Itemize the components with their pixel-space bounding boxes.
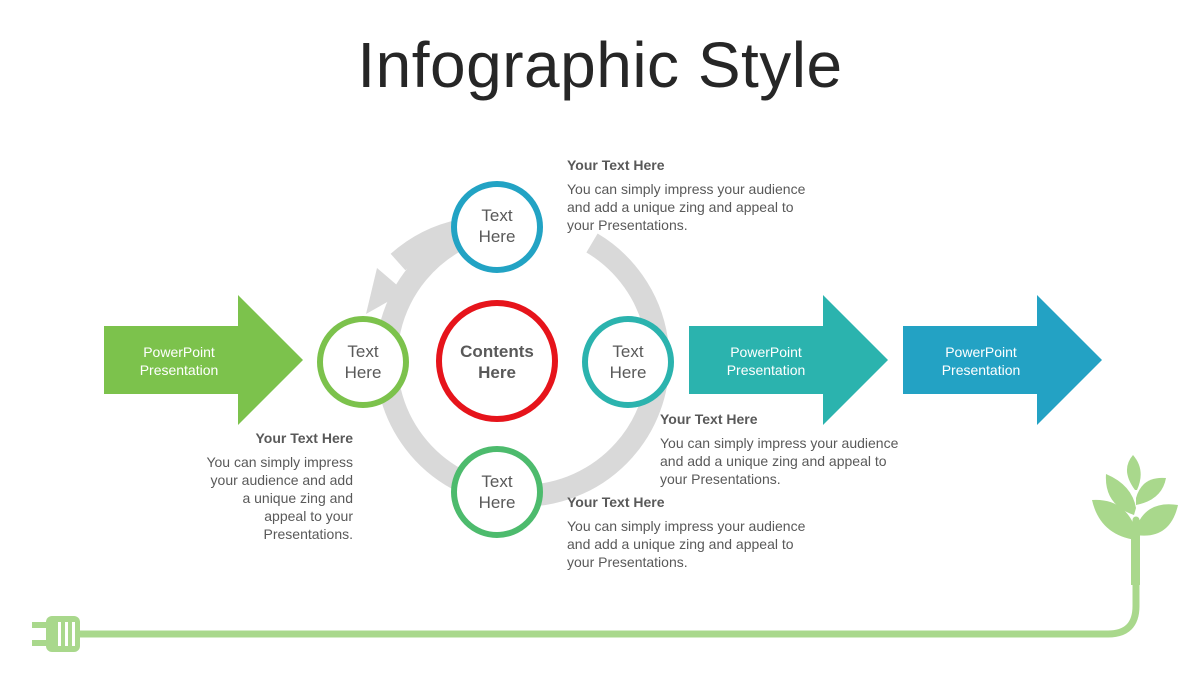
cycle-arrowhead bbox=[366, 268, 405, 314]
arrow-1-label: PowerPoint Presentation bbox=[139, 344, 219, 378]
text-block-line: and add a unique zing and appeal to bbox=[567, 199, 794, 215]
text-block-heading: Your Text Here bbox=[567, 494, 665, 510]
text-block-line: You can simply impress your audience bbox=[567, 181, 806, 197]
text-block-line: your audience and add bbox=[210, 472, 353, 488]
cable-line bbox=[74, 516, 1140, 638]
arrow-1 bbox=[104, 295, 303, 425]
circle-center-label: Contents Here bbox=[460, 342, 534, 382]
text-block-line: your Presentations. bbox=[567, 217, 688, 233]
text-block-bottom: Your Text Here You can simply impress yo… bbox=[567, 493, 857, 571]
page-title: Infographic Style bbox=[357, 29, 843, 101]
circle-left-label: Text Here bbox=[344, 342, 382, 382]
plant-icon bbox=[1092, 455, 1178, 585]
text-block-line: You can simply impress bbox=[206, 454, 353, 470]
circle-right bbox=[582, 316, 674, 408]
arrow-3-label: PowerPoint Presentation bbox=[941, 344, 1021, 378]
circle-bottom-label: Text Here bbox=[478, 472, 516, 512]
arrow-3 bbox=[903, 295, 1102, 425]
circle-center bbox=[436, 300, 558, 422]
plug-icon bbox=[32, 616, 80, 652]
text-block-heading: Your Text Here bbox=[567, 157, 665, 173]
arrow-2-label: PowerPoint Presentation bbox=[726, 344, 806, 378]
text-block-line: your Presentations. bbox=[567, 554, 688, 570]
text-block-line: and add a unique zing and appeal to bbox=[660, 453, 887, 469]
text-block-line: appeal to your bbox=[264, 508, 353, 524]
text-block-left: Your Text Here You can simply impress yo… bbox=[163, 429, 353, 543]
circle-bottom bbox=[451, 446, 543, 538]
arrow-2 bbox=[689, 295, 888, 425]
text-block-heading: Your Text Here bbox=[255, 430, 353, 446]
text-block-line: Presentations. bbox=[263, 526, 354, 542]
text-block-top: Your Text Here You can simply impress yo… bbox=[567, 156, 857, 234]
text-block-line: You can simply impress your audience bbox=[567, 518, 806, 534]
text-block-heading: Your Text Here bbox=[660, 411, 758, 427]
text-block-line: a unique zing and bbox=[242, 490, 353, 506]
circle-left bbox=[317, 316, 409, 408]
text-block-line: your Presentations. bbox=[660, 471, 781, 487]
circle-right-label: Text Here bbox=[609, 342, 647, 382]
text-block-right: Your Text Here You can simply impress yo… bbox=[660, 410, 950, 488]
text-block-line: and add a unique zing and appeal to bbox=[567, 536, 794, 552]
text-block-line: You can simply impress your audience bbox=[660, 435, 899, 451]
circle-top bbox=[451, 181, 543, 273]
circle-top-label: Text Here bbox=[478, 206, 516, 246]
